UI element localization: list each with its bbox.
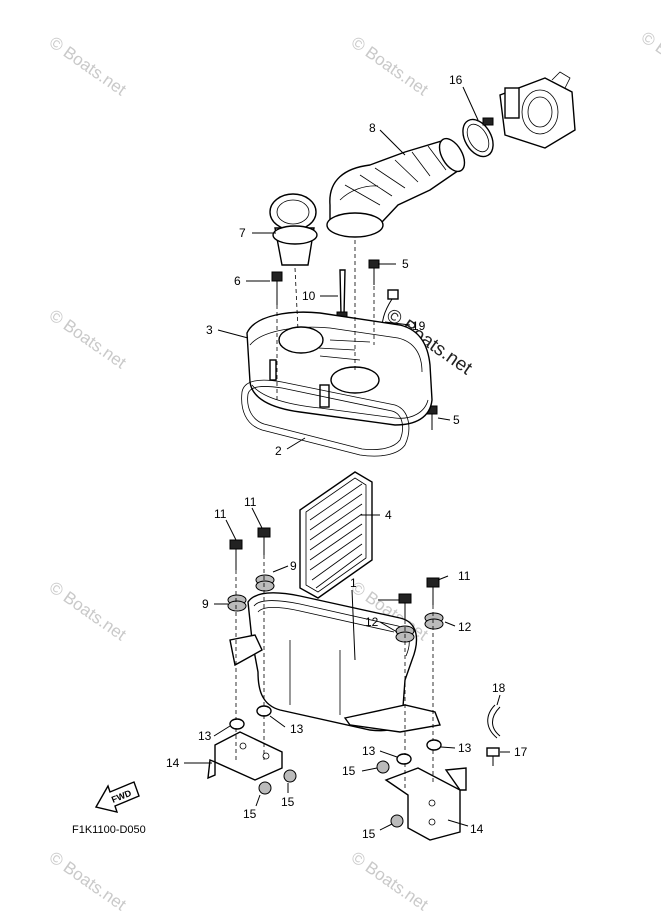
callout-18: 18	[492, 681, 506, 695]
callout-11: 11	[244, 495, 257, 509]
callout-13: 13	[458, 741, 472, 755]
callout-17: 17	[514, 745, 528, 759]
callout-15: 15	[342, 764, 356, 778]
callout-14: 14	[166, 756, 180, 770]
watermark: © Boats.net	[348, 33, 432, 100]
grommet-9-b	[255, 574, 275, 592]
callout-13: 13	[198, 729, 212, 743]
forward-arrow-icon: FWD	[94, 781, 140, 813]
intake-duct	[326, 137, 466, 238]
callouts: 16 8 7 5 6 10 19 3 5 2 4 11 11 9 9 1 11 …	[166, 73, 528, 841]
bolt-11-a	[229, 539, 243, 570]
hose-18	[487, 704, 501, 739]
diagram-code: F1K1100-D050	[72, 824, 146, 836]
callout-19: 19	[412, 319, 426, 333]
leader-lines	[184, 86, 510, 831]
nut-15-d	[390, 814, 404, 828]
bolt-11-d	[426, 577, 440, 605]
callout-5: 5	[453, 413, 460, 427]
throttle-body	[499, 71, 576, 149]
callout-6: 6	[234, 274, 241, 288]
callout-15: 15	[243, 807, 257, 821]
callout-8: 8	[369, 121, 376, 135]
collar-13-b	[256, 705, 272, 717]
callout-12: 12	[458, 620, 472, 634]
callout-12: 12	[365, 615, 379, 629]
collar-13-d	[426, 739, 442, 751]
callout-7: 7	[239, 226, 246, 240]
nut-15-b	[258, 781, 272, 795]
callout-2: 2	[275, 444, 282, 458]
intake-funnel	[269, 193, 318, 266]
watermarks: © Boats.net © Boats.net © Boats.net © Bo…	[46, 28, 661, 913]
callout-15: 15	[362, 827, 376, 841]
collar-13-c	[396, 753, 412, 765]
watermark: © Boats.net	[638, 28, 661, 95]
callout-10: 10	[302, 289, 316, 303]
watermark: © Boats.net	[46, 306, 130, 373]
air-filter	[299, 471, 373, 599]
watermark: © Boats.net	[46, 578, 130, 645]
callout-16: 16	[449, 73, 463, 87]
callout-13: 13	[362, 744, 376, 758]
watermark: © Boats.net	[348, 848, 432, 913]
callout-11: 11	[458, 569, 471, 583]
airbox-cover	[246, 311, 433, 426]
hose-clamp	[462, 117, 494, 158]
bolt-6	[271, 271, 283, 305]
assembly-lines	[235, 240, 434, 790]
collar-13-a	[229, 718, 245, 730]
airbox-case	[229, 592, 441, 733]
bracket-right	[384, 767, 467, 841]
callout-9: 9	[202, 597, 209, 611]
grommet-9-a	[227, 594, 247, 612]
bolt-11-b	[257, 527, 271, 555]
callout-1: 1	[350, 576, 357, 590]
callout-11: 11	[214, 507, 227, 521]
gasket	[241, 379, 410, 457]
callout-4: 4	[385, 508, 392, 522]
watermark: © Boats.net	[46, 848, 130, 913]
bracket-left	[207, 731, 283, 781]
bolt-5-top	[368, 259, 380, 285]
watermark: © Boats.net	[46, 33, 130, 100]
cable-tie	[336, 269, 348, 321]
callout-14: 14	[470, 822, 484, 836]
grommet-12-b	[424, 612, 444, 630]
callout-9: 9	[290, 559, 297, 573]
callout-13: 13	[290, 722, 304, 736]
clip-17	[486, 747, 500, 766]
nut-15-a	[283, 769, 297, 783]
bolt-11-c	[398, 593, 412, 620]
callout-3: 3	[206, 323, 213, 337]
callout-5: 5	[402, 257, 409, 271]
callout-15: 15	[281, 795, 295, 809]
nut-15-c	[376, 760, 390, 774]
